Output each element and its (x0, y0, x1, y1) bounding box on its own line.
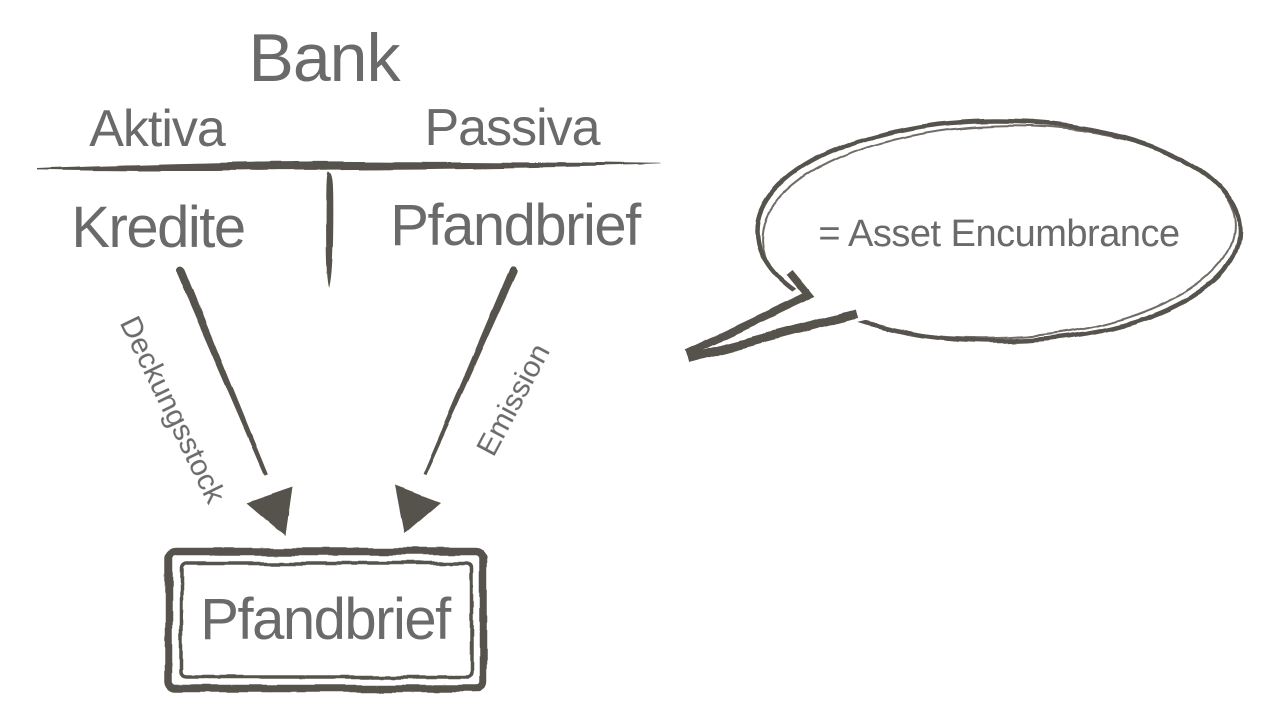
pfandbrief-box-label: Pfandbrief (200, 587, 451, 652)
passiva-header: Passiva (424, 99, 600, 157)
t-account-topline (37, 161, 661, 171)
right-arrowhead (395, 485, 440, 533)
speech-bubble-text: = Asset Encumbrance (818, 213, 1180, 255)
speech-bubble-tail-upper (684, 269, 816, 357)
speech-bubble-outline (754, 118, 1242, 344)
pfandbrief-passiva-label: Pfandbrief (390, 193, 641, 258)
right-arrow-shaft (422, 266, 518, 476)
left-arrowhead (246, 487, 292, 536)
pfandbrief-box-outer (164, 547, 488, 693)
speech-bubble-tail-lower (686, 309, 858, 363)
bank-title: Bank (248, 20, 401, 96)
speech-bubble-outline-inner (761, 124, 1235, 340)
kredite-label: Kredite (71, 195, 246, 260)
t-account-divider (326, 171, 334, 288)
left-arrow-shaft (176, 266, 268, 476)
pfandbrief-box-inner (179, 561, 474, 679)
aktiva-header: Aktiva (89, 100, 226, 158)
